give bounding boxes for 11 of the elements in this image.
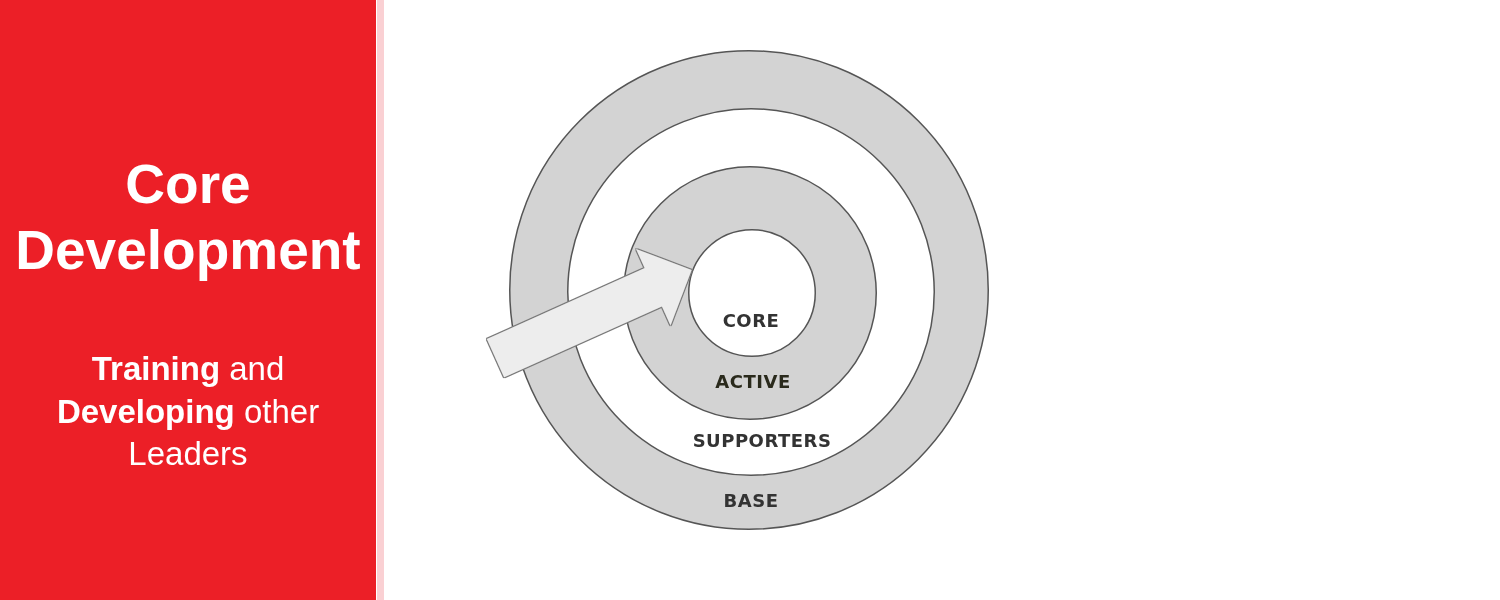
- title-panel: [0, 0, 376, 600]
- inner-ring: [623, 166, 877, 420]
- panel-title: Core Development: [14, 152, 362, 283]
- ring-label: SUPPORTERS: [692, 430, 832, 452]
- center-circle: [687, 228, 816, 357]
- panel-subtitle: Training and Developing other Leaders: [55, 349, 321, 474]
- outer-ring: [509, 50, 989, 530]
- ring-label: CORE: [722, 310, 780, 332]
- middle-ring: [567, 107, 935, 476]
- ring-label: BASE: [723, 490, 779, 512]
- ring-label: ACTIVE: [715, 371, 791, 393]
